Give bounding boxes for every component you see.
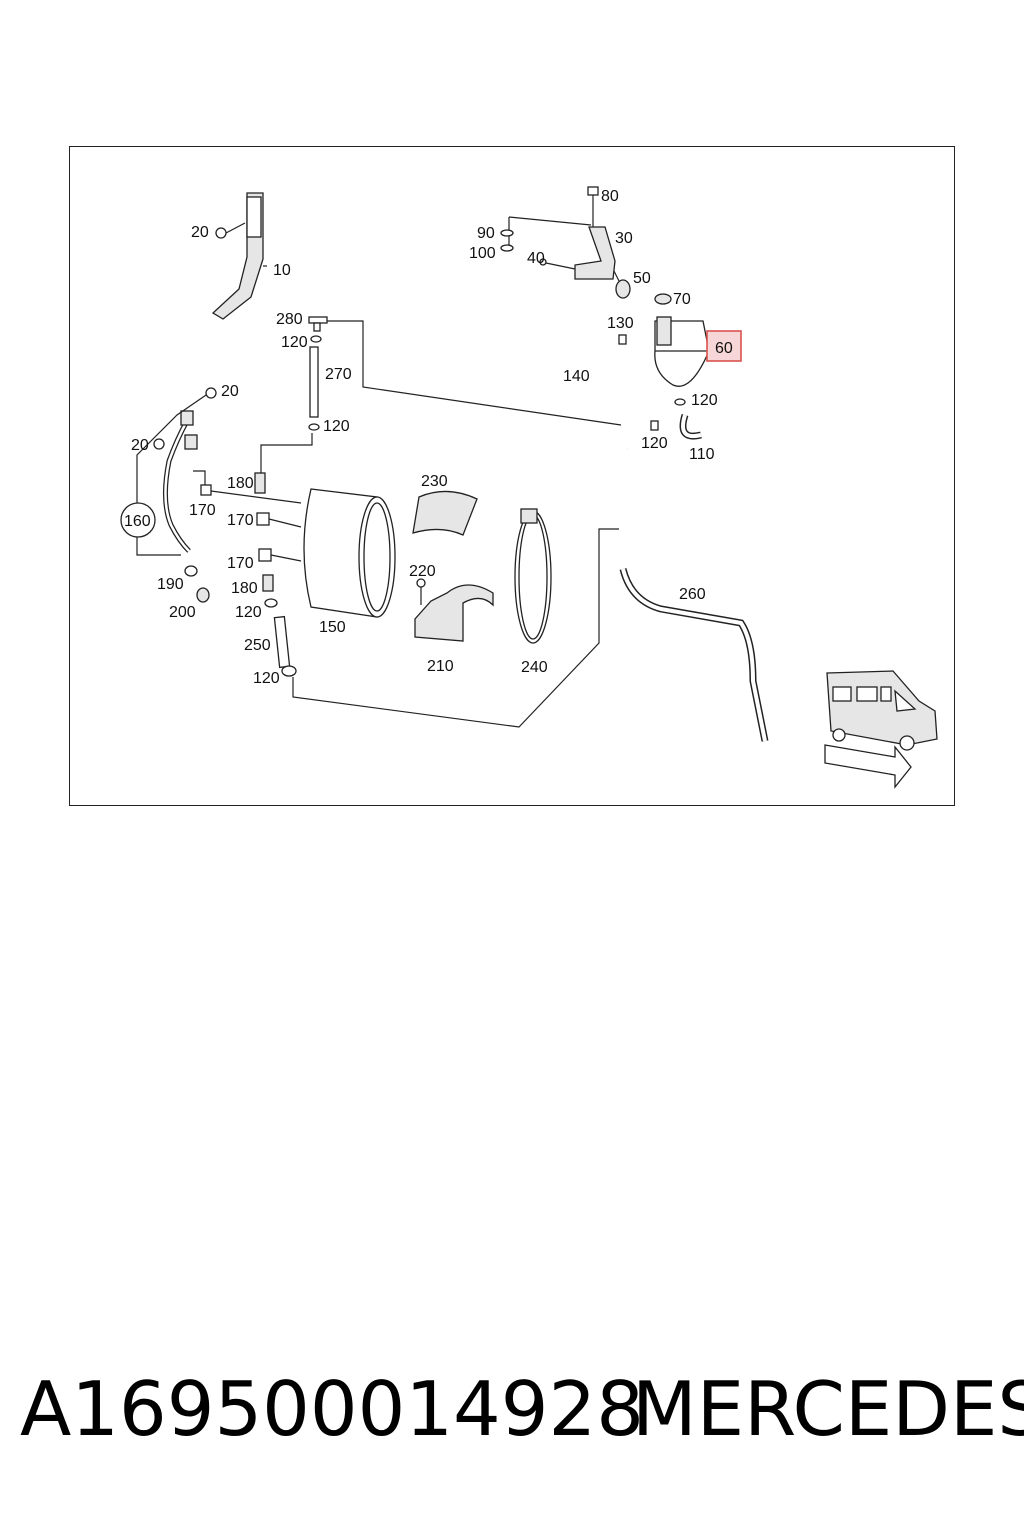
tube-270[interactable] [309,346,319,418]
callout-240: 240 [521,659,548,676]
callout-210: 210 [427,658,454,675]
clamp-120-lower[interactable] [650,420,659,431]
fitting-190[interactable] [184,565,198,577]
fitting-20-left[interactable] [153,438,165,450]
clamp-120-mid[interactable] [308,423,320,431]
highlight-box-60[interactable] [706,330,742,362]
strap-240[interactable] [514,508,552,644]
callout-170-c: 170 [227,555,254,572]
washer-90[interactable] [500,229,514,237]
clamp-120-tube[interactable] [281,665,297,677]
bolt-20-top[interactable] [215,222,246,239]
callout-170-a: 170 [189,502,216,519]
cap-200[interactable] [196,587,210,603]
parts-diagram-frame: 20 10 80 90 30 100 40 50 70 280 130 60 1… [69,146,955,806]
callout-250: 250 [244,637,271,654]
bracket-30[interactable] [574,186,616,280]
elbow-170-c[interactable] [258,548,272,562]
callout-70: 70 [673,291,691,308]
callout-180-b: 180 [231,580,258,597]
callout-140: 140 [563,368,590,385]
callout-120-bottom: 120 [235,604,262,621]
expansion-tank-60[interactable] [654,316,710,387]
elbow-170-a[interactable] [200,484,212,496]
callout-40: 40 [527,250,545,267]
callout-110: 110 [689,446,715,463]
clamp-120-bottom[interactable] [264,598,278,608]
clamp-120-upper[interactable] [310,335,322,343]
callout-260: 260 [679,586,706,603]
callout-160-circle: 160 [120,502,156,538]
hose-140[interactable] [587,340,630,450]
heater-150[interactable] [303,488,396,618]
line-160[interactable] [162,410,198,553]
tube-250[interactable] [273,615,291,669]
van-icon [824,670,938,789]
callout-270: 270 [325,366,352,383]
callout-190: 190 [157,576,184,593]
callout-180-a: 180 [227,475,254,492]
callout-10: 10 [273,262,291,279]
shell-230[interactable] [412,490,478,536]
callout-130: 130 [607,315,634,332]
callout-80: 80 [601,188,619,205]
callout-20-left: 20 [131,437,149,454]
callout-120-mid: 120 [323,418,350,435]
callout-220: 220 [409,563,436,580]
clamp-130[interactable] [618,334,627,345]
callout-30: 30 [615,230,633,247]
clamp-120-right[interactable] [674,398,686,406]
part-number: A169500014928 [20,1365,644,1453]
callout-280: 280 [276,311,303,328]
bracket-10[interactable] [211,192,264,320]
callout-50: 50 [633,270,651,287]
nipple-180-a[interactable] [254,472,266,494]
nipple-180-b[interactable] [262,574,274,592]
parts-diagram: 20 10 80 90 30 100 40 50 70 280 130 60 1… [120,186,938,789]
screw-220[interactable] [416,578,426,605]
callout-20: 20 [191,224,209,241]
hose-110[interactable] [679,413,702,440]
nut-100[interactable] [500,244,514,252]
callout-200: 200 [169,604,196,621]
svg-text:160: 160 [124,513,151,530]
callout-100: 100 [469,245,496,262]
grommet-50[interactable] [613,270,631,299]
callout-120-right: 120 [691,392,718,409]
callout-60: 60 [715,340,733,357]
brand-name: MERCEDES [632,1365,1024,1453]
hose-260[interactable] [619,568,769,742]
callout-90: 90 [477,225,495,242]
callout-150: 150 [319,619,346,636]
tee-280[interactable] [308,316,328,332]
callout-120: 120 [281,334,308,351]
elbow-170-b[interactable] [256,512,270,526]
callout-120-lower: 120 [641,435,668,452]
callout-120-tube: 120 [253,670,280,687]
cap-70[interactable] [654,293,672,305]
callout-20-upper: 20 [221,383,239,400]
callout-170-b: 170 [227,512,254,529]
bracket-210[interactable] [414,584,494,642]
fitting-20-upper[interactable] [205,387,217,399]
callout-230: 230 [421,473,448,490]
bolt-40[interactable] [539,258,576,270]
